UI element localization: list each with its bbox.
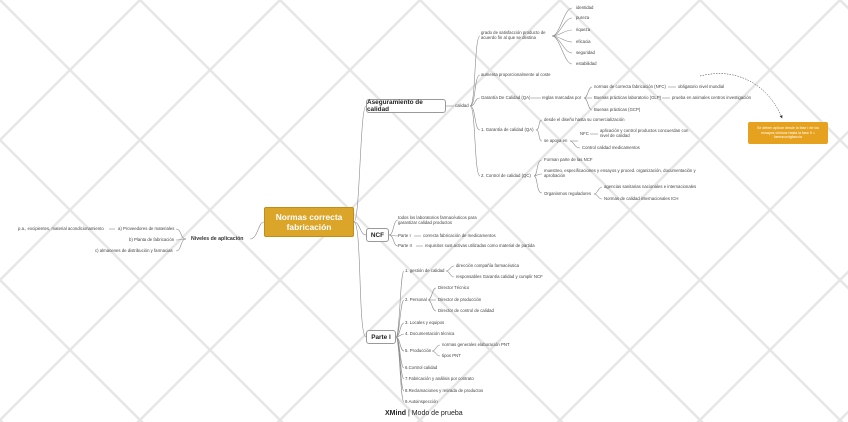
ncf-parte1-detail[interactable]: correcta fabricación de medicamentos: [423, 233, 496, 238]
control-calidad-2-topic[interactable]: 2. Control de calidad (QC): [481, 173, 531, 178]
garantia-calidad-topic[interactable]: Garantía De Calidad (QA): [481, 95, 531, 100]
forman-parte-topic[interactable]: Forman parte de las NCF: [544, 157, 593, 162]
aseguramiento-calidad-topic[interactable]: Aseguramiento de calidad: [366, 99, 446, 113]
left-item-planta[interactable]: b) Planta de fabricación: [129, 237, 175, 242]
normas-ich-topic[interactable]: Normas de calidad internacionales ICH: [604, 196, 679, 201]
reglas-item-gcp[interactable]: Buenas prácticas (GCP): [594, 107, 641, 112]
prueba-animales-topic[interactable]: prueba en animales centros investigación: [672, 95, 752, 100]
ncf-item-parte1[interactable]: Parte I: [398, 233, 411, 238]
grado-item-eficacia[interactable]: eficacia: [576, 39, 591, 44]
reglas-item-glp[interactable]: Buenas prácticas laboratorio (GLP): [594, 95, 662, 100]
gestion-item-direccion[interactable]: dirección compañía farmacéutica: [456, 263, 520, 268]
reglas-marcadas-topic[interactable]: reglas marcadas por: [542, 95, 582, 100]
niveles-aplicacion-topic[interactable]: Niveles de aplicación: [191, 236, 244, 242]
callout-note[interactable]: Se deben aplicar desde la fase I de los …: [748, 122, 828, 144]
callout-note-text: Se deben aplicar desde la fase I de los …: [757, 126, 819, 140]
ncf-parte2-detail[interactable]: requisitos sust.activas utilizadas como …: [425, 243, 535, 248]
control-calidad-topic[interactable]: 6.Control calidad: [405, 365, 438, 370]
personal-item-tecnico[interactable]: Director Técnico: [438, 285, 470, 290]
produccion-item-normas[interactable]: normas generales elaboración PNT: [442, 342, 510, 347]
produccion-topic[interactable]: 5. Producción: [405, 348, 432, 353]
grado-satisfaccion-topic[interactable]: grado de satisfacción producto de acuerd…: [481, 30, 546, 41]
produccion-item-tipos[interactable]: tipos PNT: [442, 353, 461, 358]
xmind-brand: XMind | Modo de prueba: [385, 410, 463, 417]
central-topic-line1: Normas correcta: [275, 212, 343, 222]
desde-diseno-topic[interactable]: desde el diseño hasta su comercializació…: [544, 117, 625, 122]
trial-mode-label: | Modo de prueba: [407, 410, 463, 417]
aumenta-coste-topic[interactable]: aumenta proporcionalmente al coste: [481, 72, 551, 77]
grado-item-identidad[interactable]: identidad: [576, 5, 594, 10]
muestreo-topic[interactable]: muestreo, especificaciones y ensayos y p…: [544, 168, 696, 179]
ncf-item-parte2[interactable]: Parte II: [398, 243, 412, 248]
reclamaciones-topic[interactable]: 8.Reclamaciones y retirada de productos: [405, 388, 484, 393]
agencias-sanitarias-topic[interactable]: agencias sanitarias nacionales e interna…: [604, 184, 697, 189]
gestion-item-responsables[interactable]: responsables Garantía calidad y cumplir …: [456, 274, 543, 279]
ncf-topic[interactable]: NCF: [366, 228, 389, 242]
left-item-proveedores-detail[interactable]: p.a., excipientes, material acondicionam…: [18, 226, 104, 231]
reglas-item-nfc[interactable]: normas de correcta fabricación (NFC): [594, 84, 666, 89]
control-medicamentos-topic[interactable]: Control calidad medicamentos: [582, 145, 640, 150]
personal-item-control[interactable]: Director de control de calidad: [438, 308, 494, 313]
left-item-almacenes[interactable]: c) almacenes de distribución y farmacias: [95, 248, 173, 253]
xmind-logo-text: XMind: [385, 410, 406, 417]
aplicacion-control-topic[interactable]: aplicación y control productos concuerda…: [600, 128, 689, 139]
ncf-item-laboratorios[interactable]: todos los laboratorios farmacéuticos par…: [398, 215, 477, 226]
documentacion-topic[interactable]: 4. Documentación técnica: [405, 331, 455, 336]
locales-topic[interactable]: 3. Locales y equipos: [405, 320, 445, 325]
left-item-proveedores[interactable]: a) Proveedores de materiales: [118, 226, 175, 231]
fabricacion-contrato-topic[interactable]: 7.Fabricación y análisis por contrato: [405, 376, 474, 381]
parte-1-topic[interactable]: Parte I: [366, 330, 396, 344]
personal-topic[interactable]: 2. Personal: [405, 297, 427, 302]
personal-item-produccion[interactable]: Director de producción: [438, 297, 482, 302]
calidad-subtopic[interactable]: calidad: [455, 103, 469, 108]
gestion-calidad-topic[interactable]: 1. gestión de calidad: [405, 268, 445, 273]
autoinspeccion-topic[interactable]: 9.Autoinspección: [405, 399, 438, 404]
garantia-calidad-1-topic[interactable]: 1. Garantía de calidad (QA): [481, 127, 534, 132]
nfc-subtopic[interactable]: NFC: [580, 131, 589, 136]
grado-item-riqueza[interactable]: riqueza: [576, 27, 591, 32]
central-topic-line2: fabricación: [286, 222, 332, 232]
organismos-reguladores-topic[interactable]: Organismos reguladores: [544, 191, 592, 196]
grado-item-seguridad[interactable]: seguridad: [576, 50, 595, 55]
obligatorio-mundial-topic[interactable]: obligatorio nivel mundial: [678, 84, 725, 89]
grado-item-pureza[interactable]: pureza: [576, 15, 590, 20]
se-apoya-topic[interactable]: se apoya en: [544, 138, 568, 143]
grado-item-estabilidad[interactable]: estabilidad: [576, 61, 597, 66]
